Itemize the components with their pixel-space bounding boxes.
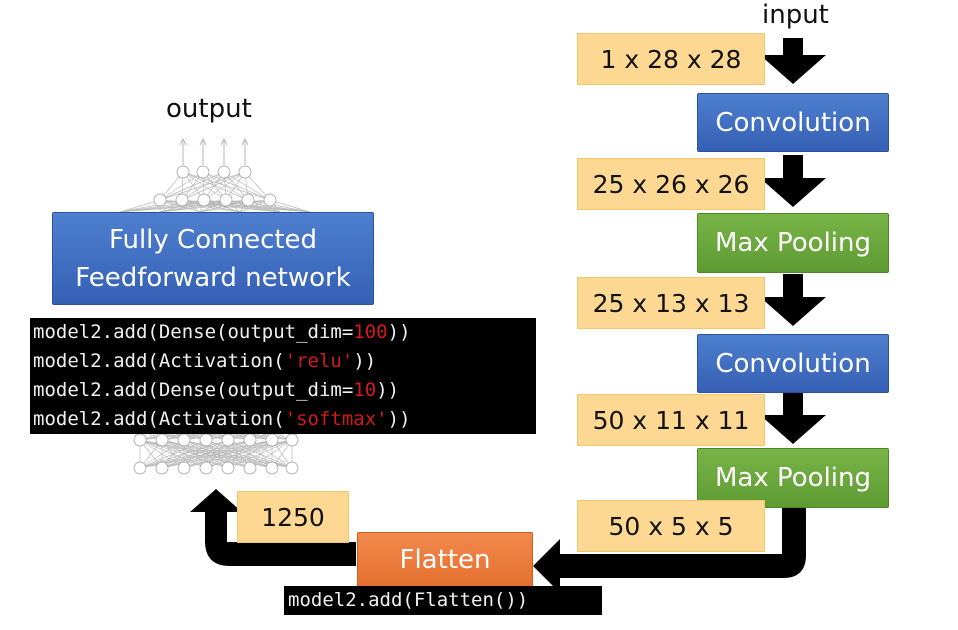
- network-edge: [139, 439, 185, 469]
- output-arrowhead: [241, 138, 249, 146]
- output-arrowhead: [179, 138, 187, 146]
- dim-box-pool2: 50 x 5 x 5: [577, 500, 765, 552]
- output-label: output: [166, 94, 252, 124]
- fc-label-line-2: Feedforward network: [75, 262, 351, 293]
- network-edge: [182, 171, 227, 201]
- convolution-block-1: Convolution: [697, 93, 889, 152]
- network-neuron: [197, 193, 211, 207]
- network-edge: [119, 199, 183, 213]
- network-edge: [182, 171, 249, 201]
- flow-arrows: [760, 38, 826, 444]
- convolution-block-2: Convolution: [697, 334, 889, 393]
- arrow-conv2-down: [760, 392, 826, 444]
- network-neuron: [199, 433, 213, 447]
- network-neuron: [217, 165, 231, 179]
- network-neuron: [199, 461, 213, 475]
- network-neuron: [177, 433, 191, 447]
- network-neuron: [241, 193, 255, 207]
- code-line-dense-100: model2.add(Dense(output_dim=100)): [33, 321, 411, 343]
- max-pooling-block-2: Max Pooling: [697, 448, 889, 508]
- fc-label-line-1: Fully Connected: [108, 224, 318, 255]
- network-edge: [203, 171, 246, 201]
- network-edge: [181, 171, 246, 201]
- network-neuron: [285, 461, 299, 475]
- network-neuron: [221, 433, 235, 447]
- network-edge: [269, 199, 311, 213]
- network-neuron: [265, 461, 279, 475]
- network-edge: [159, 171, 204, 201]
- code-line-relu: model2.add(Activation('relu')): [33, 350, 377, 372]
- network-neuron: [221, 461, 235, 475]
- arrow-pool2-to-flatten: [533, 505, 806, 593]
- network-edge: [205, 439, 293, 469]
- network-neuron: [175, 193, 189, 207]
- arrow-input-down: [760, 38, 826, 84]
- dim-box-input: 1 x 28 x 28: [577, 33, 765, 85]
- network-neuron: [155, 433, 169, 447]
- arrow-flatten-to-network: [190, 489, 356, 566]
- network-neuron: [177, 461, 191, 475]
- fully-connected-block: Fully Connected Feedforward network: [52, 212, 374, 305]
- network-edge: [139, 439, 229, 469]
- network-edge: [202, 171, 249, 201]
- network-edge: [139, 439, 207, 469]
- network-neuron: [263, 193, 277, 207]
- network-neuron: [196, 165, 210, 179]
- network-neuron: [153, 193, 167, 207]
- network-neuron: [219, 193, 233, 207]
- network-neuron: [176, 165, 190, 179]
- dim-box-conv1: 25 x 26 x 26: [577, 158, 765, 210]
- flatten-block: Flatten: [357, 532, 533, 588]
- network-neuron: [285, 433, 299, 447]
- output-arrowhead: [220, 138, 228, 146]
- arrow-conv1-down: [760, 155, 826, 207]
- code-line-dense-10: model2.add(Dense(output_dim=10)): [33, 379, 400, 401]
- network-neuron: [133, 461, 147, 475]
- dim-box-pool1: 25 x 13 x 13: [577, 277, 765, 329]
- input-label: input: [762, 0, 829, 30]
- network-edge: [227, 439, 293, 469]
- network-neuron: [155, 461, 169, 475]
- network-edge: [119, 199, 161, 213]
- network-edge: [182, 171, 271, 201]
- code-fully-connected: model2.add(Dense(output_dim=100)) model2…: [30, 318, 536, 434]
- code-line-flatten: model2.add(Flatten()): [288, 589, 529, 611]
- dim-box-conv2: 50 x 11 x 11: [577, 394, 765, 446]
- arrow-pool1-down: [760, 274, 826, 326]
- network-edge: [249, 439, 293, 469]
- code-line-softmax: model2.add(Activation('softmax')): [33, 408, 411, 430]
- max-pooling-block-1: Max Pooling: [697, 213, 889, 273]
- network-neuron: [265, 433, 279, 447]
- network-neuron: [243, 433, 257, 447]
- code-flatten: model2.add(Flatten()): [284, 586, 602, 615]
- network-neuron: [238, 165, 252, 179]
- network-edge: [199, 199, 271, 213]
- network-neuron: [133, 433, 147, 447]
- output-arrowhead: [199, 138, 207, 146]
- dim-box-flatten: 1250: [237, 491, 349, 543]
- network-neuron: [243, 461, 257, 475]
- network-edge: [159, 171, 225, 201]
- network-edge: [159, 171, 246, 201]
